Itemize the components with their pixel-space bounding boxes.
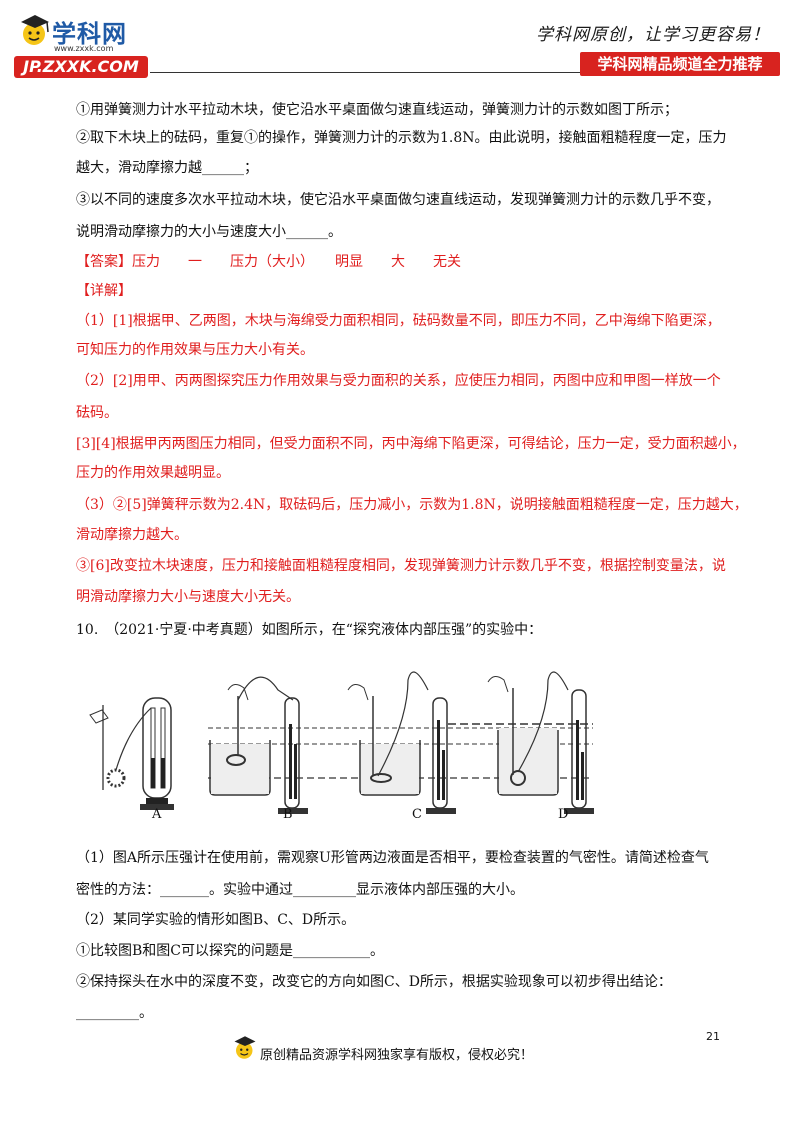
body-line: 说明滑动摩擦力的大小与速度大小______。	[76, 224, 342, 240]
pressure-gauge-figure: A B C D	[78, 660, 658, 830]
figure-label-c: C	[412, 807, 422, 822]
logo-text: 学科网	[52, 20, 127, 48]
figure-label-a: A	[152, 807, 162, 822]
page-footer: 原创精品资源学科网独家享有版权，侵权必究！	[232, 1030, 612, 1070]
figure-a	[89, 697, 174, 810]
detail-line: 砝码。	[76, 405, 118, 421]
page-header: 学科网 www.zxxk.com JP.ZXXK.COM 学科网原创，让学习更容…	[0, 0, 800, 90]
experiment-diagram	[89, 671, 594, 814]
detail-line: （2）[2]用甲、丙两图探究压力作用效果与受力面积的关系，应使压力相同，丙图中应…	[76, 373, 721, 389]
site-logo[interactable]: 学科网 www.zxxk.com	[18, 12, 168, 57]
question-line: ①比较图B和图C可以探究的问题是___________。	[76, 943, 384, 959]
figure-d	[487, 671, 594, 814]
question-line: _________。	[76, 1005, 153, 1021]
header-slogan: 学科网原创，让学习更容易！	[536, 25, 770, 45]
figure-label-b: B	[283, 807, 293, 822]
channel-badge[interactable]: 学科网精品频道全力推荐	[580, 52, 780, 76]
mascot-icon	[21, 15, 49, 45]
detail-line: 滑动摩擦力越大。	[76, 527, 188, 543]
answer-line: 【答案】压力 一 压力（大小） 明显 大 无关	[76, 254, 461, 270]
body-line: ②取下木块上的砝码，重复①的操作，弹簧测力计的示数为1.8N。由此说明，接触面粗…	[76, 130, 727, 146]
question-line: 密性的方法：_______。实验中通过_________显示液体内部压强的大小。	[76, 882, 524, 898]
page-number: 21	[706, 1030, 720, 1043]
mascot-icon	[234, 1036, 256, 1059]
copyright-notice: 原创精品资源学科网独家享有版权，侵权必究！	[260, 1048, 534, 1063]
detail-line: ③[6]改变拉木块速度，压力和接触面粗糙程度相同，发现弹簧测力计示数几乎不变，根…	[76, 558, 726, 574]
figure-label-d: D	[558, 807, 569, 822]
figure-b	[209, 676, 308, 814]
jp-zxxk-badge[interactable]: JP.ZXXK.COM	[14, 56, 148, 78]
question-line: ②保持探头在水中的深度不变，改变它的方向如图C、D所示，根据实验现象可以初步得出…	[76, 974, 672, 990]
detail-line: 压力的作用效果越明显。	[76, 465, 230, 481]
logo-url: www.zxxk.com	[54, 44, 114, 53]
body-line: ①用弹簧测力计水平拉动木块，使它沿水平桌面做匀速直线运动，弹簧测力计的示数如图丁…	[76, 102, 678, 118]
figure-c	[347, 671, 456, 814]
detail-line: （3）②[5]弹簧秤示数为2.4N，取砝码后，压力减小，示数为1.8N，说明接触…	[76, 497, 748, 513]
body-line: ③以不同的速度多次水平拉动木块，使它沿水平桌面做匀速直线运动，发现弹簧测力计的示…	[76, 192, 720, 208]
detail-line: （1）[1]根据甲、乙两图，木块与海绵受力面积相同，砝码数量不同，即压力不同，乙…	[76, 313, 721, 329]
body-line: 越大，滑动摩擦力越______；	[76, 160, 258, 176]
detail-line: [3][4]根据甲丙两图压力相同，但受力面积不同，丙中海绵下陷更深，可得结论，压…	[76, 436, 746, 452]
question-10: 10. （2021·宁夏·中考真题）如图所示，在“探究液体内部压强”的实验中：	[76, 622, 543, 638]
detail-label: 【详解】	[76, 283, 132, 299]
question-line: （2）某同学实验的情形如图B、C、D所示。	[76, 912, 356, 928]
question-line: （1）图A所示压强计在使用前，需观察U形管两边液面是否相平，要检查装置的气密性。…	[76, 850, 709, 866]
header-divider	[150, 72, 580, 73]
detail-line: 明滑动摩擦力大小与速度大小无关。	[76, 589, 300, 605]
detail-line: 可知压力的作用效果与压力大小有关。	[76, 342, 314, 358]
